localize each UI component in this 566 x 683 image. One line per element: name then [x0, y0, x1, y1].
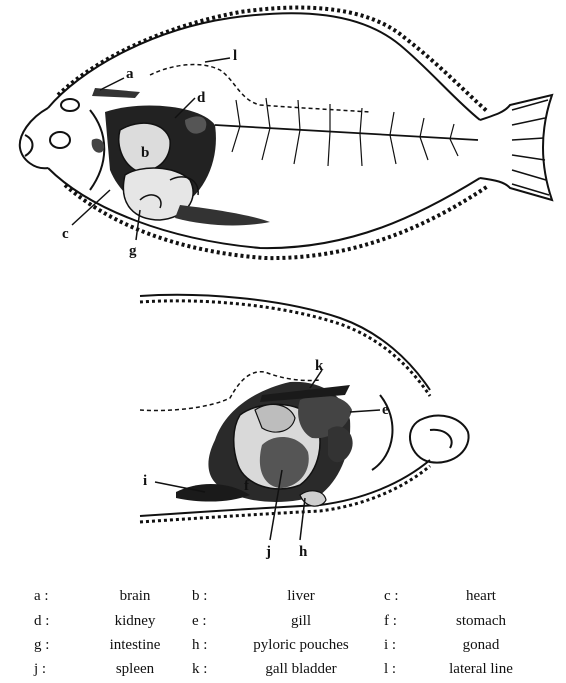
label-h: h	[299, 544, 308, 560]
legend-key: a :	[34, 588, 60, 605]
flatfish-anatomy-figure: a b c d g l e f h i j k	[0, 0, 566, 590]
label-b: b	[141, 145, 149, 161]
legend-term: gonad	[406, 637, 556, 654]
enlarged-section-organs	[176, 382, 353, 506]
legend-term: kidney	[60, 613, 210, 630]
legend-term: heart	[406, 588, 556, 605]
legend-term: intestine	[60, 637, 210, 654]
whole-fish-organs	[92, 88, 270, 225]
legend-key: g :	[34, 637, 60, 654]
whole-fish-drawing	[20, 8, 552, 259]
legend-row: a : brain b : liver c : heart	[0, 588, 566, 610]
label-c: c	[62, 226, 69, 242]
label-g: g	[129, 243, 137, 259]
legend-term: lateral line	[406, 661, 556, 678]
legend-row: g : intestine h : pyloric pouches i : go…	[0, 637, 566, 659]
legend-key: h :	[192, 637, 218, 654]
legend-key: k :	[192, 661, 218, 678]
label-l: l	[233, 48, 237, 64]
label-a: a	[126, 66, 134, 82]
legend-term: gall bladder	[226, 661, 376, 678]
label-d: d	[197, 90, 206, 106]
label-k: k	[315, 358, 324, 374]
legend-term: gill	[226, 613, 376, 630]
legend-key: b :	[192, 588, 218, 605]
legend-key: j :	[34, 661, 60, 678]
legend-key: d :	[34, 613, 60, 630]
legend-key: e :	[192, 613, 218, 630]
legend-term: pyloric pouches	[226, 637, 376, 654]
legend-term: stomach	[406, 613, 556, 630]
legend-row: d : kidney e : gill f : stomach	[0, 613, 566, 635]
label-j: j	[265, 544, 271, 560]
label-e: e	[382, 402, 389, 418]
legend-term: spleen	[60, 661, 210, 678]
legend-term: brain	[60, 588, 210, 605]
legend-row: j : spleen k : gall bladder l : lateral …	[0, 661, 566, 683]
legend-term: liver	[226, 588, 376, 605]
label-i: i	[143, 473, 147, 489]
